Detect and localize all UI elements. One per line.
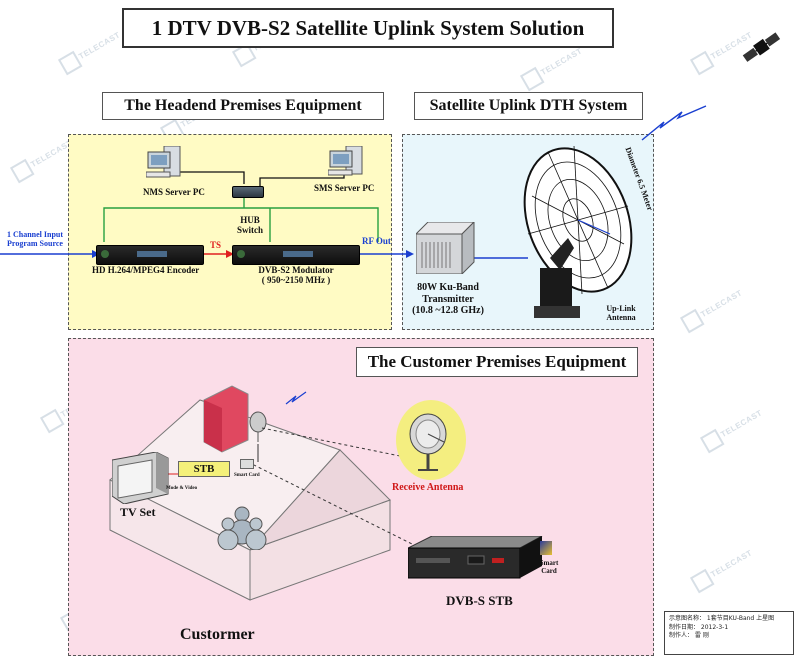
encoder-device	[96, 245, 204, 265]
satellite-icon	[742, 32, 781, 62]
receive-antenna-icon	[409, 413, 447, 471]
rf-out-label: RF Out	[362, 236, 391, 246]
dvbs-stb-device	[408, 536, 543, 579]
tv-set-label: TV Set	[120, 505, 156, 519]
smart-card-label: Smart Card	[539, 559, 559, 576]
stb-small-device: STB	[178, 461, 230, 477]
cable-line	[180, 171, 245, 184]
customer-label: Custormer	[180, 626, 255, 643]
uplink-dish-icon	[523, 145, 633, 318]
modulator-device	[232, 245, 360, 265]
smart-card-icon	[540, 541, 552, 555]
encoder-label: HD H.264/MPEG4 Encoder	[92, 265, 200, 275]
lightning-icon	[641, 105, 707, 141]
nms-server-label: NMS Server PC	[143, 187, 205, 197]
people-icon	[217, 506, 267, 550]
headend-section-title: The Headend Premises Equipment	[102, 92, 384, 120]
sms-server-label: SMS Server PC	[314, 183, 375, 193]
smart-card-reader-icon	[240, 459, 254, 469]
info-line: 示意图名称： 1套节目KU-Band 上星图	[669, 615, 775, 622]
ts-label: TS	[210, 240, 222, 250]
nms-server-pc-icon	[146, 146, 181, 178]
tv-set-icon	[112, 452, 169, 504]
smart-card-small-label: Smart Card	[234, 473, 260, 478]
info-line: 制作人： 雷 刚	[669, 632, 709, 640]
customer-section-title: The Customer Premises Equipment	[356, 347, 638, 377]
mode-video-label: Mode & Video	[166, 486, 198, 491]
transmitter-device	[416, 222, 475, 274]
channel-input-label: 1 Channel Input Program Source	[6, 230, 64, 249]
diagram-title: 1 DTV DVB-S2 Satellite Uplink System Sol…	[122, 8, 614, 48]
diagram-info-box: 示意图名称： 1套节目KU-Band 上星图 制作日期： 2012-3-1 制作…	[664, 611, 794, 655]
modulator-label: DVB-S2 Modulator ( 950~2150 MHz )	[258, 265, 334, 286]
info-line: 制作日期： 2012-3-1	[669, 623, 729, 631]
uplink-antenna-label: Up-Link Antenna	[606, 304, 636, 323]
hub-switch-label: HUB Switch	[236, 215, 263, 236]
receive-antenna-label: Receive Antenna	[392, 482, 464, 493]
uplink-section-title: Satellite Uplink DTH System	[414, 92, 643, 120]
dvbs-stb-label: DVB-S STB	[446, 593, 513, 608]
transmitter-label: 80W Ku-Band Transmitter (10.8 ~12.8 GHz)	[412, 282, 484, 316]
hub-switch-device	[232, 186, 264, 198]
stb-label: STB	[193, 462, 215, 475]
network-line	[103, 207, 379, 242]
sms-server-pc-icon	[328, 146, 363, 176]
